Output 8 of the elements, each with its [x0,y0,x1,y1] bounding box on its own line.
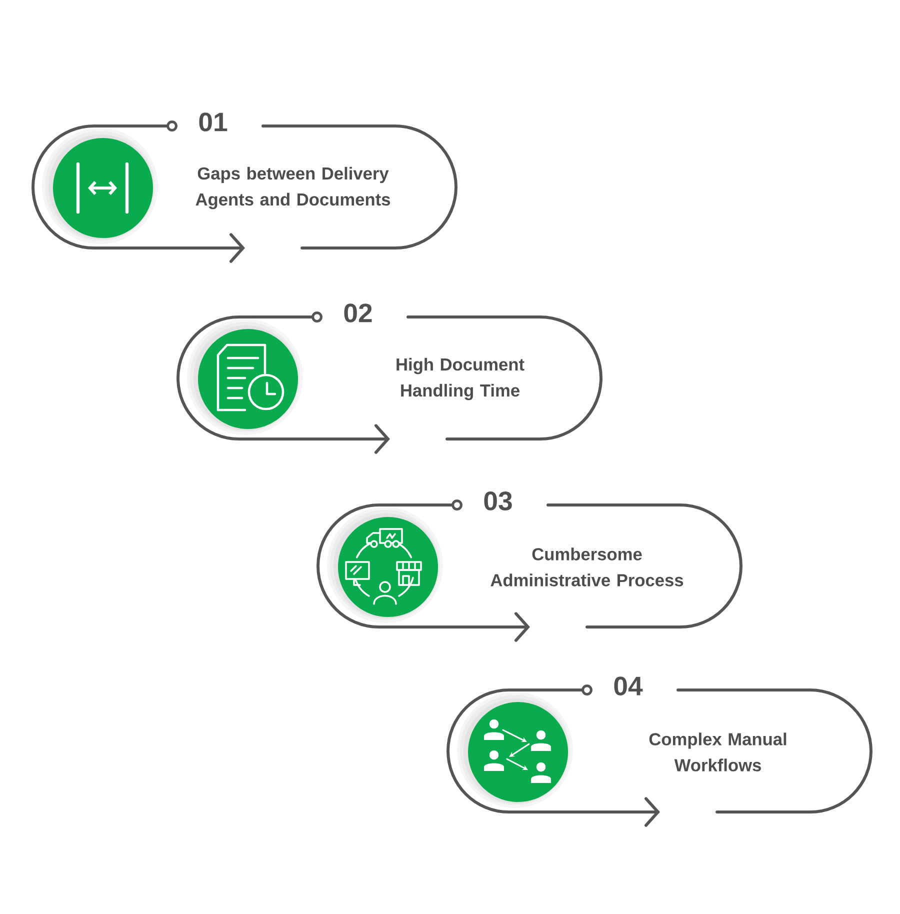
step-number: 04 [614,676,643,696]
step-title: Cumbersome Administrative Process [490,548,684,586]
step-number: 02 [344,304,372,322]
step-number: 03 [484,492,512,510]
step-title: High Document Handling Time [396,358,524,400]
step-number: 01 [199,112,228,132]
step-title: Complex Manual Workflows [649,732,786,772]
step-title: Gaps between Delivery Agents and Documents [196,166,390,210]
